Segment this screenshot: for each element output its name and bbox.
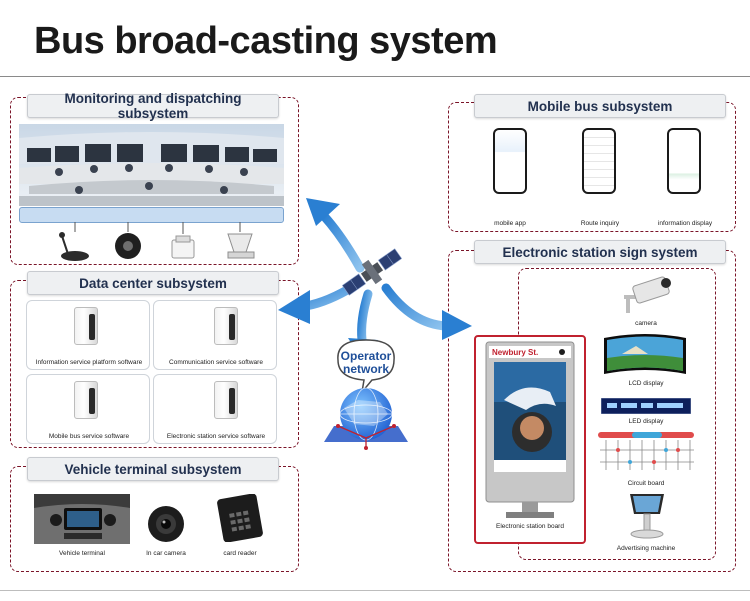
operator-network-bubble — [337, 339, 395, 395]
station-sign-tab: Electronic station sign system — [474, 240, 726, 264]
bottom-divider — [0, 590, 750, 591]
circuit-board-label: Circuit board — [627, 480, 665, 487]
network-bus-bar — [19, 207, 284, 223]
arrow-to-station-sign — [381, 283, 472, 340]
camera-label: camera — [635, 320, 657, 327]
arrow-to-data-center — [278, 281, 359, 324]
route-inquiry-label: Route inquiry — [580, 220, 620, 227]
vehicle-terminal-tab: Vehicle terminal subsystem — [27, 457, 279, 481]
led-display-icon — [601, 398, 691, 414]
globe-icon — [324, 387, 408, 450]
data-center-tab: Data center subsystem — [27, 271, 279, 295]
advertising-machine-icon — [630, 494, 664, 539]
advertising-machine-label: Advertising machine — [616, 545, 676, 552]
circuit-board-icon — [598, 432, 694, 470]
data-center-card-label: Communication service software — [169, 359, 263, 366]
arrow-to-monitoring — [306, 198, 365, 273]
data-center-card-2: Communication service software — [153, 300, 277, 370]
station-board-header: Newbury St. — [492, 348, 538, 357]
card-reader-label: card reader — [223, 550, 257, 557]
server-icon — [74, 381, 98, 419]
mobile-app-label: mobile app — [494, 220, 526, 227]
desk-microphone-icon — [59, 232, 89, 261]
card-terminal-icon — [171, 235, 195, 259]
data-center-card-label: Electronic station service software — [166, 433, 266, 440]
operator-network-line2: network — [343, 362, 389, 376]
vehicle-terminal-label: Vehicle terminal — [59, 550, 105, 557]
center-connection-diagram: Operator network — [278, 198, 472, 450]
server-icon — [74, 307, 98, 345]
title-divider — [0, 76, 750, 77]
bullet-camera-icon — [624, 276, 671, 313]
station-board-label: Electronic station board — [496, 523, 564, 530]
phone-mobile-app — [493, 128, 527, 194]
control-room-image — [19, 124, 284, 206]
card-reader-icon — [217, 494, 263, 542]
led-display-label: LED display — [628, 418, 664, 425]
data-center-card-label: Mobile bus service software — [48, 433, 130, 440]
server-icon — [214, 307, 238, 345]
dome-camera-icon — [115, 233, 141, 259]
mobile-bus-tab: Mobile bus subsystem — [474, 94, 726, 118]
phone-information-display — [667, 128, 701, 194]
monitoring-devices — [59, 222, 255, 261]
phone-route-inquiry — [582, 128, 616, 194]
data-center-card-1: Information service platform software — [26, 300, 150, 370]
data-center-card-4: Electronic station service software — [153, 374, 277, 444]
lcd-display-label: LCD display — [628, 380, 664, 387]
information-display-label: information display — [657, 220, 713, 227]
pos-terminal-icon — [227, 233, 255, 259]
page-title: Bus broad-casting system — [34, 20, 498, 62]
car-camera-icon — [148, 506, 184, 542]
server-icon — [214, 381, 238, 419]
vehicle-terminal-image — [34, 494, 130, 544]
operator-network-line1: Operator — [341, 349, 392, 363]
lcd-display-icon — [604, 334, 686, 374]
satellite-icon — [341, 248, 403, 296]
station-board-image: Newbury St. — [485, 341, 575, 518]
data-center-card-3: Mobile bus service software — [26, 374, 150, 444]
car-camera-label: In car camera — [146, 550, 186, 557]
monitoring-tab: Monitoring and dispatching subsystem — [27, 91, 279, 121]
data-center-card-label: Information service platform software — [35, 359, 143, 366]
